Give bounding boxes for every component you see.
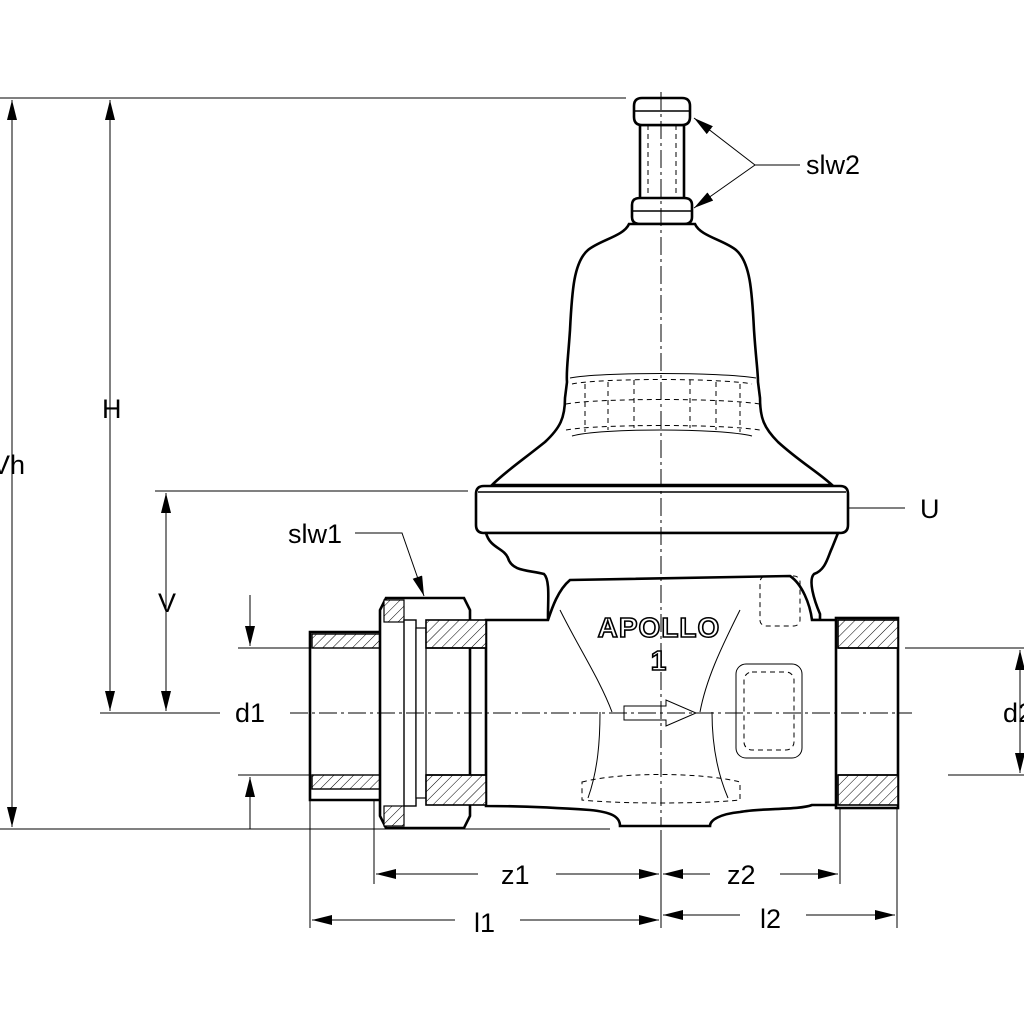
dimension-labels: slw2 slw1 H Vh V U d1 d2 z1 z2 l1 l2 [0, 150, 1024, 938]
label-U: U [920, 494, 940, 524]
label-slw1: slw1 [288, 519, 342, 549]
adjusting-screw [630, 96, 694, 226]
label-l1: l1 [474, 908, 495, 938]
center-lines [290, 92, 912, 826]
label-z1: z1 [501, 860, 530, 890]
label-d1: d1 [235, 698, 265, 728]
label-H: H [102, 394, 122, 424]
label-l2: l2 [760, 904, 781, 934]
label-z2: z2 [727, 860, 756, 890]
body-number-marking: 1 [651, 645, 668, 676]
label-d2: d2 [1003, 698, 1024, 728]
valve-body: APOLLO 1 [484, 574, 842, 828]
label-slw2: slw2 [806, 150, 860, 180]
flow-arrow-icon [623, 699, 698, 727]
extension-lines [0, 97, 1024, 928]
body-hex-boss [735, 663, 803, 759]
body-brand-marking: APOLLO [598, 612, 721, 643]
slw2-leader-upper [693, 117, 756, 166]
slw1-leader [355, 532, 425, 597]
label-Vh: Vh [0, 450, 25, 480]
bonnet [488, 222, 836, 487]
label-V: V [158, 588, 176, 618]
slw2-leader-lower [693, 164, 756, 209]
